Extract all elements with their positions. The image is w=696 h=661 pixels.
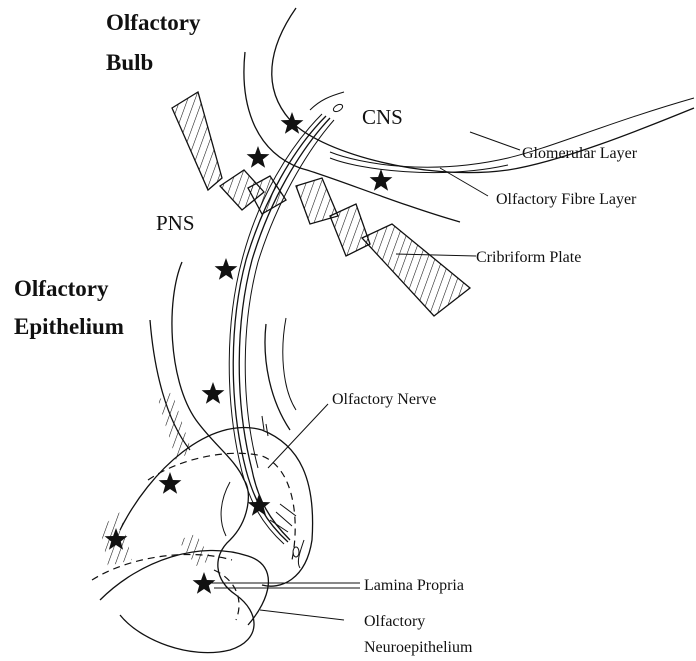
- star-icon: [202, 382, 225, 404]
- olfactory-bulb-title-line2: Bulb: [106, 50, 153, 75]
- star-icon: [281, 112, 304, 134]
- olfactory-fibre-layer-label: Olfactory Fibre Layer: [496, 191, 637, 208]
- olfactory-bulb-title: Olfactory Bulb: [106, 10, 201, 75]
- olfactory-epithelium-title-line1: Olfactory: [14, 276, 109, 301]
- star-icon: [370, 169, 393, 191]
- olfactory-bulb-title-line1: Olfactory: [106, 10, 201, 35]
- star-icon: [193, 572, 216, 594]
- olfactory-neuroepithelium-label-line1: Olfactory: [364, 613, 425, 630]
- pns-label: PNS: [156, 211, 195, 235]
- olfactory-epithelium-title: Olfactory Epithelium: [14, 276, 124, 339]
- star-icon: [215, 258, 238, 280]
- olfactory-nerve-fibres: [229, 92, 344, 568]
- olfactory-neuroepithelium-label-line2: Neuroepithelium: [364, 639, 473, 656]
- olfactory-epithelium-title-line2: Epithelium: [14, 314, 124, 339]
- cribriform-plate-label: Cribriform Plate: [476, 249, 581, 266]
- epithelium-outline: [92, 262, 313, 653]
- cns-label: CNS: [362, 105, 403, 129]
- lamina-propria-label: Lamina Propria: [364, 577, 464, 594]
- star-icon: [247, 146, 270, 168]
- leader-lines: [210, 132, 520, 620]
- glomerular-layer-label: Glomerular Layer: [522, 145, 638, 162]
- ethmoid-bone-left: [172, 92, 222, 190]
- star-icon: [159, 472, 182, 494]
- olfactory-nerve-label: Olfactory Nerve: [332, 391, 436, 408]
